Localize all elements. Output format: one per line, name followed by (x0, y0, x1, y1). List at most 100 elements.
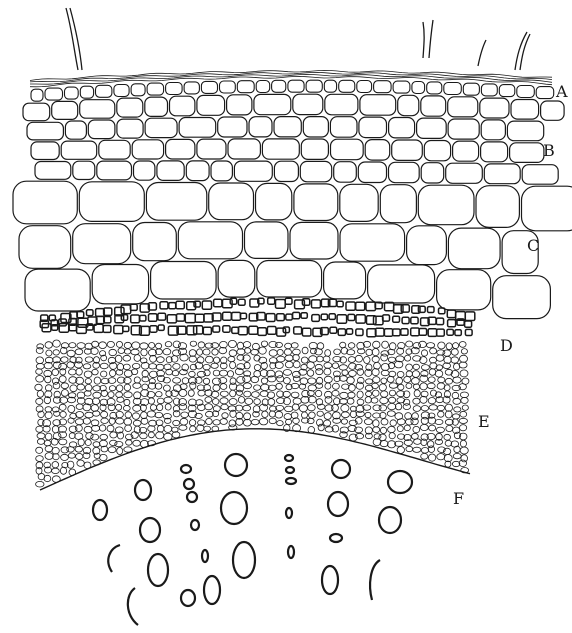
epidermis-cell (536, 87, 554, 99)
large-cortex-cell (257, 261, 322, 298)
small-cell (462, 405, 468, 410)
small-cell (140, 343, 148, 349)
small-cell (189, 420, 195, 426)
small-cell (405, 355, 411, 361)
small-cell (381, 378, 387, 384)
vessel-cell (330, 534, 342, 542)
cortex-cell (157, 161, 184, 181)
small-cell (179, 404, 187, 410)
small-cell (259, 347, 267, 354)
small-cell (173, 364, 180, 370)
vessel-cell (202, 550, 208, 562)
small-cell (428, 441, 434, 448)
small-cell (285, 355, 293, 361)
small-cell (452, 461, 459, 466)
partial-vessel (370, 560, 380, 600)
small-cell (340, 342, 346, 348)
small-cell (92, 369, 98, 375)
small-cell (373, 420, 379, 427)
small-cell (430, 348, 437, 354)
small-cell (59, 404, 66, 410)
small-cell (323, 356, 330, 362)
endodermis-cell (330, 327, 337, 333)
epidermis-layer (30, 70, 554, 101)
small-cell (116, 404, 122, 410)
small-cell (124, 349, 130, 354)
small-cell (397, 371, 404, 377)
vessel-cell (181, 465, 191, 473)
small-cell (421, 448, 428, 454)
small-cell (222, 413, 228, 419)
small-cell (324, 413, 331, 420)
cortex-cell (254, 94, 291, 114)
epidermis-cell (114, 85, 129, 97)
small-cell (101, 418, 109, 423)
small-cell (262, 411, 268, 417)
small-cell (101, 411, 108, 418)
small-cell (307, 362, 315, 369)
small-cell (277, 421, 284, 426)
small-cell (308, 405, 316, 411)
small-cell (108, 447, 116, 453)
cortex-cell (389, 118, 415, 138)
cortex-cell (448, 119, 479, 139)
endodermis-cell (302, 328, 311, 336)
small-cell (277, 356, 285, 362)
epidermis-cell (412, 82, 425, 94)
small-cell (190, 341, 196, 346)
endodermis-cell (238, 299, 245, 305)
cortex-cell (331, 139, 364, 160)
label-f: F (453, 489, 465, 508)
cortex-cell (35, 162, 71, 180)
endodermis-cell (366, 302, 376, 311)
small-cell (214, 357, 220, 363)
small-cell (163, 349, 171, 355)
root-hairs (66, 8, 530, 70)
small-cell (211, 363, 218, 368)
small-cell (453, 398, 461, 404)
small-cell (173, 420, 180, 425)
small-cell (101, 371, 107, 377)
epidermis-cell (220, 81, 236, 93)
cortex-cell (274, 117, 301, 137)
epidermis-cell (324, 80, 336, 92)
small-cell (124, 384, 130, 391)
small-cell (269, 350, 277, 357)
small-cell (164, 397, 172, 403)
small-cell (373, 341, 380, 348)
vessel-cell (328, 492, 348, 516)
large-cortex-cell (418, 185, 474, 225)
small-cell (220, 398, 228, 404)
endodermis-cell (293, 312, 300, 318)
small-cell (203, 378, 209, 384)
small-cell (61, 357, 68, 363)
large-cortex-cell (368, 265, 435, 303)
small-cell (205, 404, 213, 410)
small-cell-tissue-layer (35, 340, 470, 490)
small-cell (421, 365, 429, 371)
small-cell (275, 371, 283, 378)
small-cell (92, 341, 99, 347)
small-cell (421, 350, 427, 356)
small-cell (404, 376, 411, 382)
small-cell (92, 398, 99, 405)
small-cell (142, 384, 148, 390)
small-cell (52, 426, 59, 433)
endodermis-cell (87, 310, 94, 316)
cortex-cell (234, 161, 272, 181)
small-cell (420, 424, 428, 430)
small-cell (181, 412, 189, 418)
small-cell (388, 426, 396, 432)
cortex-cell (359, 117, 387, 138)
small-cell (123, 364, 130, 370)
endodermis-cell (402, 317, 409, 323)
cortex-cell (421, 96, 446, 116)
endodermis-cell (447, 310, 455, 318)
small-cell (156, 343, 162, 349)
endodermis-cell (448, 320, 456, 327)
cortex-cell (300, 161, 331, 181)
small-cell (428, 454, 435, 461)
small-cell (85, 379, 91, 384)
small-cell (459, 460, 466, 467)
